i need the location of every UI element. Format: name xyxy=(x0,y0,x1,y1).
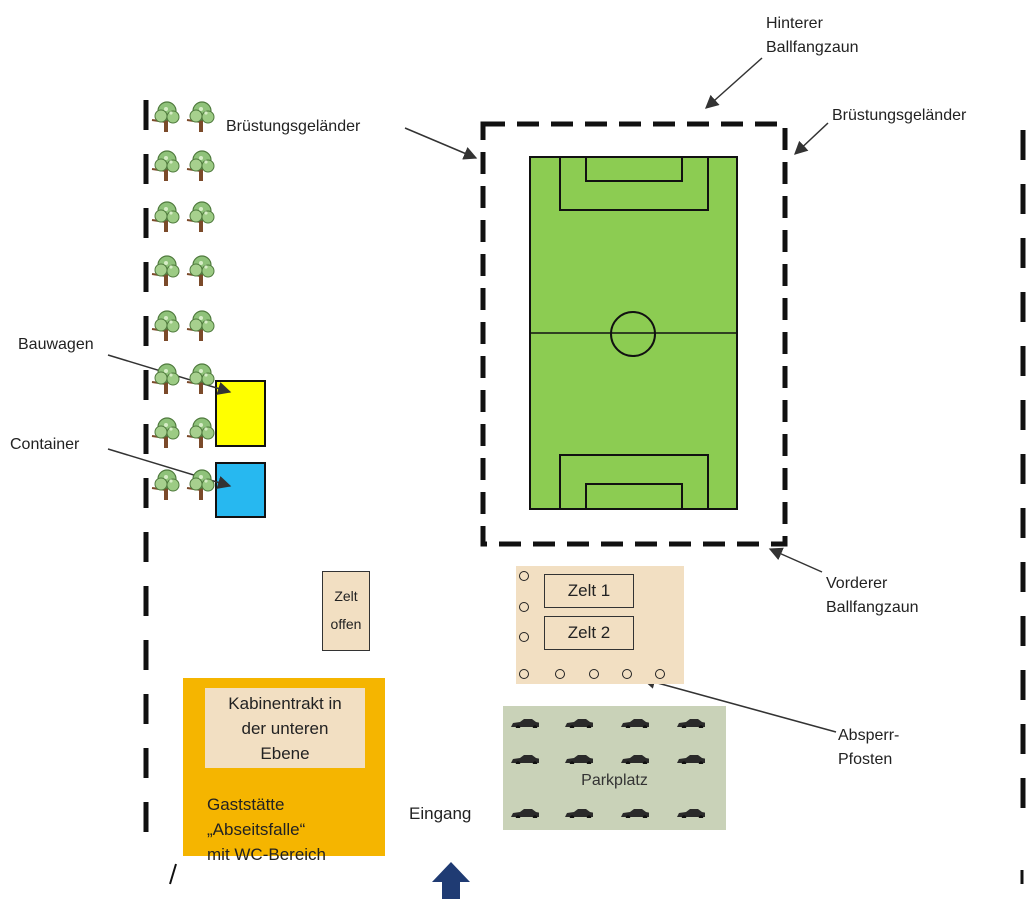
car-icon xyxy=(677,719,705,728)
tree-icon xyxy=(186,310,215,341)
label-absperr: Absperr- xyxy=(838,727,900,744)
car-icon xyxy=(511,719,539,728)
absperr-post xyxy=(555,669,565,679)
label-container: Container xyxy=(10,436,80,453)
label-ballfangzaun-top: Ballfangzaun xyxy=(766,39,859,56)
label-ballfangzaun-front: Ballfangzaun xyxy=(826,599,919,616)
kabinentrakt-line2: der unteren xyxy=(241,718,329,738)
tree-icon xyxy=(151,201,180,232)
tree-icon xyxy=(151,150,180,181)
zelt-2: Zelt 2 xyxy=(544,616,634,650)
absperr-post xyxy=(589,669,599,679)
gaststaette-building: Kabinentrakt in der unteren Ebene Gastst… xyxy=(183,678,385,864)
entrance-arrow xyxy=(432,862,470,899)
car-icon xyxy=(677,809,705,818)
absperr-post xyxy=(655,669,665,679)
football-pitch xyxy=(529,156,738,510)
tree-icon xyxy=(186,150,215,181)
gaststaette-text: Gaststätte „Abseitsfalle“ mit WC-Bereich xyxy=(207,792,326,867)
gaststaette-line1: Gaststätte xyxy=(207,795,285,814)
tree-icon xyxy=(151,310,180,341)
tent-area: Zelt 1 Zelt 2 xyxy=(516,566,684,684)
tree-icon xyxy=(186,469,215,500)
label-bauwagen: Bauwagen xyxy=(18,336,94,353)
tree-icon xyxy=(186,201,215,232)
tree-icon xyxy=(151,363,180,394)
bottom-left-corner-mark xyxy=(169,863,177,885)
car-icon xyxy=(677,755,705,764)
kabinentrakt: Kabinentrakt in der unteren Ebene xyxy=(205,688,365,768)
kabinentrakt-line1: Kabinentrakt in xyxy=(228,693,342,713)
label-bruestung-right: Brüstungsgeländer xyxy=(832,107,967,124)
absperr-post xyxy=(519,632,529,642)
parkplatz: Parkplatz xyxy=(503,706,726,830)
arrow-vorderer xyxy=(768,547,823,573)
gaststaette-line2: „Abseitsfalle“ xyxy=(207,820,306,839)
goal-area-bottom xyxy=(585,483,683,510)
arrow-bruestung-left xyxy=(404,127,478,160)
car-icon xyxy=(621,719,649,728)
tree-icon xyxy=(151,255,180,286)
arrow-hinterer xyxy=(704,57,763,109)
label-vorderer: Vorderer xyxy=(826,575,888,592)
container-box xyxy=(215,462,266,518)
absperr-post xyxy=(519,602,529,612)
car-icon xyxy=(621,809,649,818)
tree-icon xyxy=(151,101,180,132)
tree-icon xyxy=(186,101,215,132)
absperr-post xyxy=(622,669,632,679)
zelt-offen-line1: Zelt xyxy=(334,588,358,604)
car-icon xyxy=(565,719,593,728)
label-hinterer: Hinterer xyxy=(766,15,823,32)
ballfangzaun-fence xyxy=(480,121,788,547)
tree-icon xyxy=(151,417,180,448)
car-icon xyxy=(511,809,539,818)
label-pfosten: Pfosten xyxy=(838,751,893,768)
tree-icon xyxy=(186,255,215,286)
tree-icon xyxy=(151,469,180,500)
label-bruestung-left: Brüstungsgeländer xyxy=(226,118,361,135)
zelt-offen-line2: offen xyxy=(330,616,362,632)
zelt-1: Zelt 1 xyxy=(544,574,634,608)
arrow-absperr xyxy=(641,675,837,733)
parkplatz-label: Parkplatz xyxy=(581,772,648,789)
absperr-post xyxy=(519,571,529,581)
zelt-offen-tent: Zelt offen xyxy=(322,571,370,651)
kabinentrakt-line3: Ebene xyxy=(260,743,310,763)
car-icon xyxy=(621,755,649,764)
goal-area-top xyxy=(585,156,683,182)
tree-icon xyxy=(186,417,215,448)
car-icon xyxy=(565,755,593,764)
gaststaette-line3: mit WC-Bereich xyxy=(207,845,327,864)
absperr-post xyxy=(519,669,529,679)
car-icon xyxy=(511,755,539,764)
tree-icon xyxy=(186,363,215,394)
label-eingang: Eingang xyxy=(409,804,472,823)
center-circle xyxy=(610,311,656,357)
car-icon xyxy=(565,809,593,818)
arrow-bruestung-right xyxy=(794,122,829,155)
